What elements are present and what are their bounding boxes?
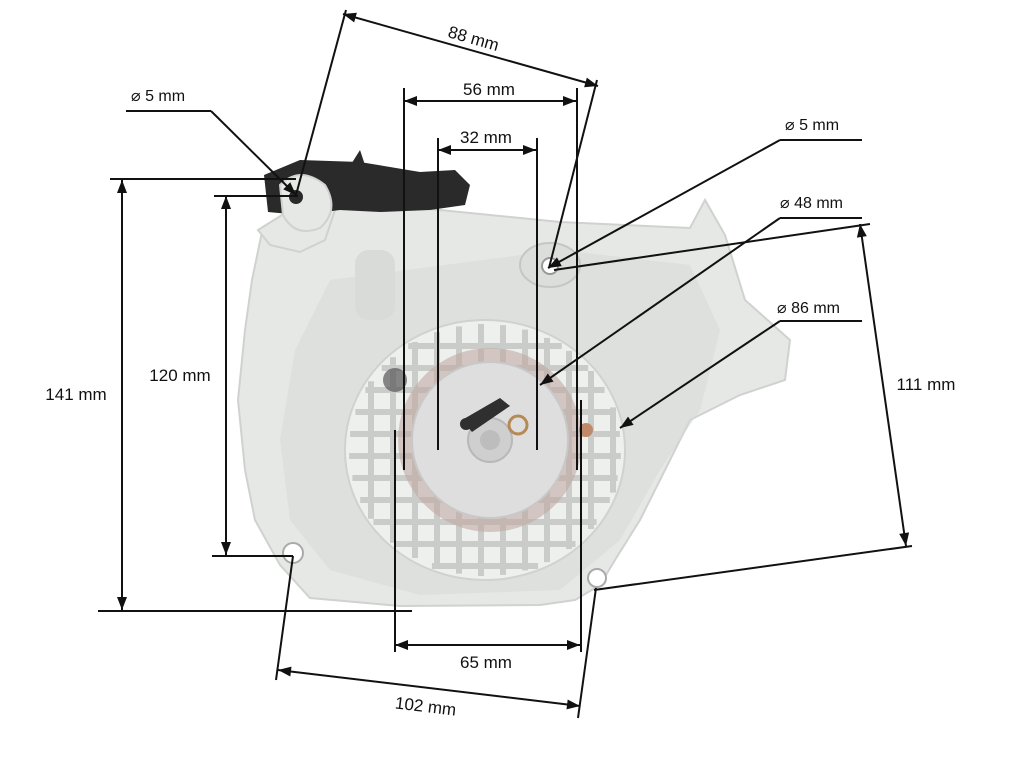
arrowhead (567, 640, 580, 650)
arrowhead (438, 145, 451, 155)
arrowhead (117, 597, 127, 610)
arrowhead (523, 145, 536, 155)
pawl-spring (507, 414, 529, 436)
dim-label-left-hole: ⌀ 5 mm (131, 88, 185, 105)
arrowhead (404, 96, 417, 106)
dim-label-pulley: ⌀ 48 mm (780, 195, 843, 212)
arrowhead (221, 196, 231, 209)
pawl-pin (460, 418, 472, 430)
mount-boss-left (383, 368, 407, 392)
handle-grip-ridge (350, 150, 366, 168)
dim-label-fan: ⌀ 86 mm (777, 300, 840, 317)
dimension-lines (98, 9, 913, 719)
arrowhead (584, 77, 598, 88)
arrowhead (548, 257, 562, 268)
handle-eyelet (278, 174, 333, 232)
dim-label-111: 111 mm (897, 375, 956, 394)
arrowhead (343, 12, 357, 23)
arrowhead (283, 182, 296, 195)
arrowhead (620, 416, 634, 428)
arrowhead (540, 373, 554, 385)
dim-label-102: 102 mm (394, 693, 457, 719)
arrowhead (899, 532, 910, 546)
dim-label-right-hole: ⌀ 5 mm (785, 117, 839, 134)
arrowhead (117, 180, 127, 193)
dim-label-120: 120 mm (149, 366, 210, 385)
dim-label-32: 32 mm (460, 128, 512, 147)
mount-boss-right (579, 423, 593, 437)
dim-label-141: 141 mm (45, 385, 106, 404)
starter-housing (236, 150, 792, 608)
dim-label-65: 65 mm (460, 653, 512, 672)
arrowhead (395, 640, 408, 650)
pulley-pawl (462, 398, 510, 432)
mount-hole-bottom-right (587, 568, 607, 588)
rope-guide-slot (355, 250, 395, 320)
arrowhead (221, 542, 231, 555)
arrowhead (856, 224, 867, 238)
arrowhead (563, 96, 576, 106)
dimension-labels: 88 mm 56 mm 32 mm ⌀ 5 mm ⌀ 5 mm ⌀ 48 mm … (45, 22, 955, 719)
arrowhead (278, 666, 292, 677)
dim-label-56: 56 mm (463, 80, 515, 99)
arrowhead (566, 699, 580, 710)
pulley-center (480, 430, 500, 450)
